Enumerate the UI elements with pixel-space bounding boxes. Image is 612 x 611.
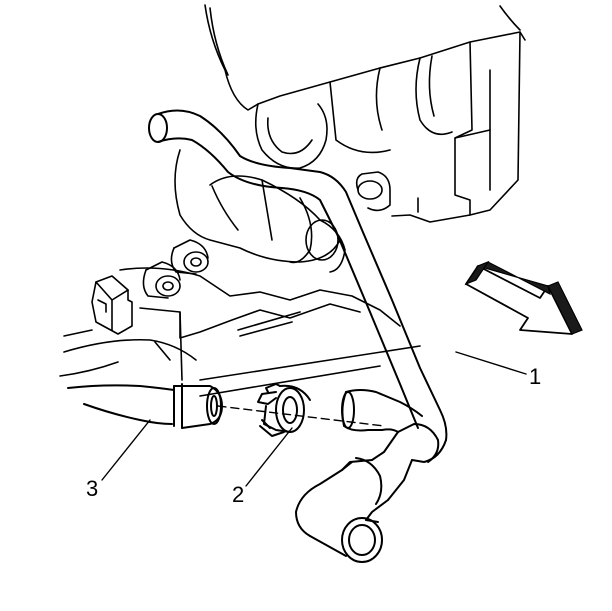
leader-line-two: [246, 428, 292, 486]
callout-number-two: 2: [232, 482, 245, 507]
callout-number-one: 1: [529, 364, 542, 389]
callout-number-three: 3: [86, 476, 99, 501]
leader-line-three: [102, 420, 150, 480]
leader-line-one: [456, 352, 526, 374]
front-direction-arrow-icon: [466, 262, 582, 334]
hose-assembly: [149, 110, 446, 562]
engine-block: [60, 5, 525, 396]
assembly-dashed-line: [218, 406, 384, 426]
heater-hose: [68, 384, 222, 428]
hose-clamp: [258, 384, 310, 436]
